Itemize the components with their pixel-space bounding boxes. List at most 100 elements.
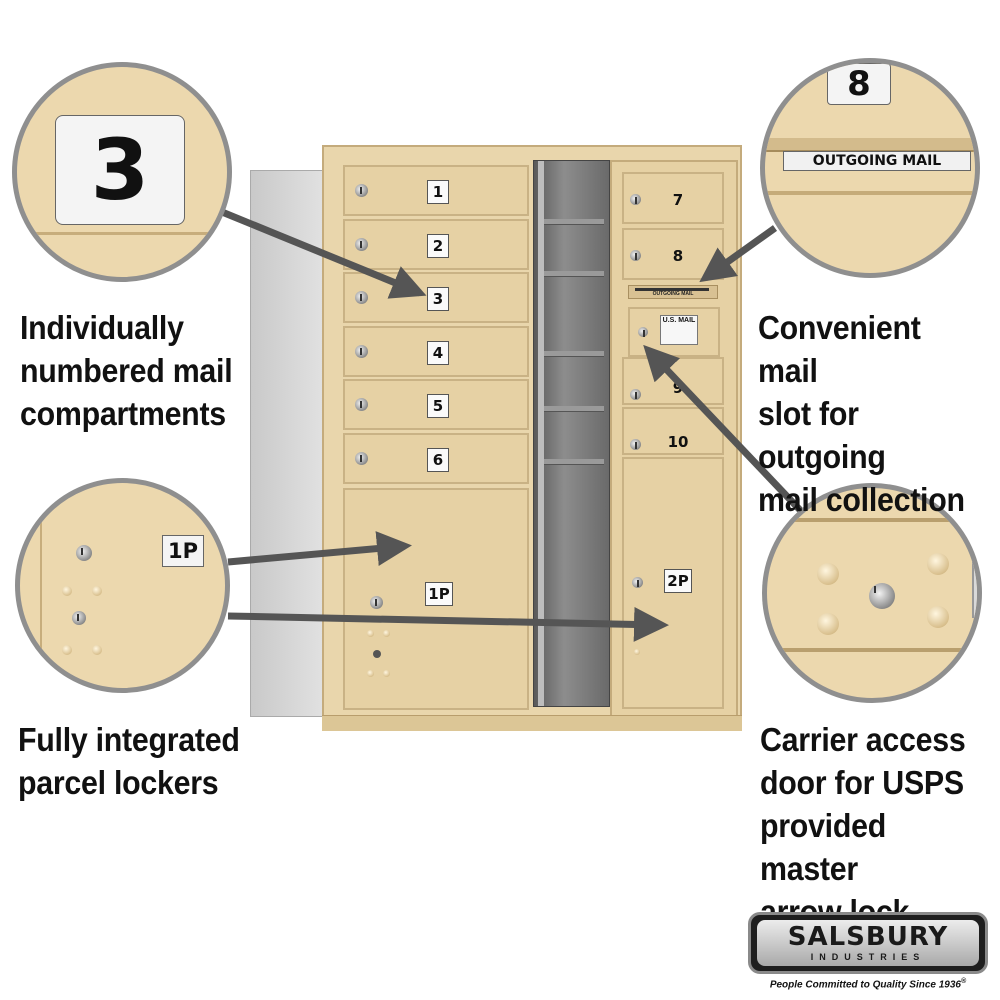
compartment-number: 2 — [427, 233, 449, 258]
mail-compartment-5[interactable]: 5 — [343, 379, 529, 430]
outgoing-mail-slot[interactable]: OUTGOING MAIL — [628, 285, 718, 299]
mailbox-interior — [533, 160, 610, 707]
mailbox-side-panel — [250, 170, 327, 717]
rivet — [367, 670, 374, 677]
mailbox-unit: 1P OUTGOING MAIL U.S. MAIL 2P 1 2 3 4 5 6 7 8 9 1… — [250, 145, 750, 735]
mail-compartment-7[interactable]: 7 — [622, 172, 724, 224]
compartment-number: 9 — [672, 379, 684, 397]
caption-line: numbered mail — [20, 352, 233, 389]
interior-shelf — [542, 351, 604, 357]
compartment-lock[interactable] — [630, 250, 641, 261]
rivet — [62, 645, 72, 655]
zoom-parcel-lock-secondary — [72, 611, 86, 625]
zoom-parcel-locker: 1P — [15, 478, 230, 693]
zoom-slot-lower — [765, 191, 975, 195]
rivet — [92, 586, 102, 596]
compartment-lock[interactable] — [355, 451, 368, 465]
caption-outgoing: Convenient mail slot for outgoing mail c… — [758, 306, 981, 521]
compartment-lock[interactable] — [630, 439, 641, 450]
mail-compartment-8[interactable]: 8 — [622, 228, 724, 280]
interior-rail — [538, 161, 544, 706]
parcel-locker-1p-lock[interactable] — [370, 596, 383, 609]
zoom-outgoing-slot: 8 OUTGOING MAIL — [760, 58, 980, 278]
mailbox-base — [322, 715, 742, 731]
zoom-master-arrow-lock — [869, 583, 895, 609]
rivet — [62, 586, 72, 596]
mail-compartment-2[interactable]: 2 — [343, 218, 529, 270]
logo-tagline-text: People Committed to Quality Since 1936 — [769, 979, 961, 991]
outgoing-slot-label: OUTGOING MAIL — [652, 291, 694, 297]
rivet — [383, 670, 390, 677]
caption-line: Fully integrated — [18, 721, 240, 758]
salsbury-logo: SALSBURY INDUSTRIES — [748, 912, 988, 974]
compartment-lock[interactable] — [630, 194, 641, 205]
rivet — [634, 649, 640, 655]
parcel-locker-1p[interactable]: 1P — [343, 488, 529, 710]
compartment-lock[interactable] — [355, 184, 368, 197]
caption-line: Carrier access — [760, 721, 966, 758]
usps-master-lock-panel[interactable]: U.S. MAIL — [628, 307, 720, 357]
mail-compartment-3[interactable]: 3 — [343, 272, 529, 323]
logo-sub: INDUSTRIES — [810, 952, 926, 962]
caption-line: compartments — [20, 395, 226, 432]
compartment-lock[interactable] — [630, 389, 641, 400]
compartment-number: 6 — [427, 447, 449, 472]
master-arrow-lock[interactable] — [638, 327, 648, 337]
zoom-carrier-lock — [762, 483, 982, 703]
mail-compartment-4[interactable]: 4 — [343, 325, 529, 377]
caption-line: mail collection — [758, 481, 965, 518]
mail-compartment-9[interactable]: 9 — [622, 357, 724, 405]
rivet — [367, 630, 374, 637]
caption-line: Convenient mail — [758, 309, 921, 389]
zoom-slot-ridge — [765, 138, 975, 152]
zoom-outgoing-number-tag: 8 — [827, 63, 891, 105]
mail-compartment-1[interactable]: 1 — [343, 165, 529, 216]
caption-parcel: Fully integrated parcel lockers — [18, 718, 240, 804]
compartment-lock[interactable] — [355, 344, 368, 358]
zoom-door-edge — [40, 483, 42, 688]
rivet — [634, 609, 640, 615]
key-hole — [373, 650, 381, 658]
compartment-number: 3 — [427, 287, 449, 311]
logo-brand: SALSBURY — [787, 922, 949, 952]
compartment-lock[interactable] — [355, 291, 368, 304]
interior-shelf — [542, 406, 604, 412]
compartment-lock[interactable] — [355, 237, 368, 251]
zoom-door-edge — [17, 232, 227, 235]
caption-line: slot for outgoing — [758, 395, 886, 475]
logo-inner: SALSBURY INDUSTRIES — [757, 920, 979, 966]
zoom-door-edge — [972, 548, 977, 618]
zoom-outgoing-label: OUTGOING MAIL — [783, 151, 971, 171]
compartment-number: 7 — [672, 191, 684, 209]
caption-line: provided master — [760, 807, 886, 887]
caption-carrier: Carrier access door for USPS provided ma… — [760, 718, 981, 933]
mail-compartment-10[interactable]: 10 — [622, 407, 724, 455]
logo-tagline: People Committed to Quality Since 1936® — [748, 978, 988, 990]
compartment-number: 5 — [427, 394, 449, 418]
compartment-lock[interactable] — [355, 398, 368, 411]
zoom-compartment-number: 3 — [12, 62, 232, 282]
logo-reg: ® — [961, 978, 967, 985]
compartment-number: 10 — [667, 433, 689, 451]
interior-shelf — [542, 219, 604, 225]
rivet — [927, 606, 949, 628]
zoom-parcel-lock — [76, 545, 92, 561]
mail-compartment-6[interactable]: 6 — [343, 432, 529, 484]
zoom-compartment-number-tag: 3 — [55, 115, 185, 225]
rivet — [817, 613, 839, 635]
parcel-locker-2p-lock[interactable] — [632, 577, 643, 588]
zoom-parcel-number-tag: 1P — [162, 535, 204, 567]
compartment-number: 1 — [427, 180, 449, 204]
compartment-number: 8 — [672, 247, 684, 265]
parcel-locker-2p[interactable]: 2P — [622, 457, 724, 709]
interior-shelf — [542, 271, 604, 277]
rivet — [383, 630, 390, 637]
parcel-locker-2p-number: 2P — [664, 569, 692, 593]
outgoing-slot-opening — [635, 288, 709, 291]
rivet — [92, 645, 102, 655]
caption-line: parcel lockers — [18, 764, 219, 801]
caption-line: Individually — [20, 309, 184, 346]
compartment-number: 4 — [427, 340, 449, 365]
zoom-lock-panel-top — [767, 518, 977, 522]
caption-line: door for USPS — [760, 764, 964, 801]
